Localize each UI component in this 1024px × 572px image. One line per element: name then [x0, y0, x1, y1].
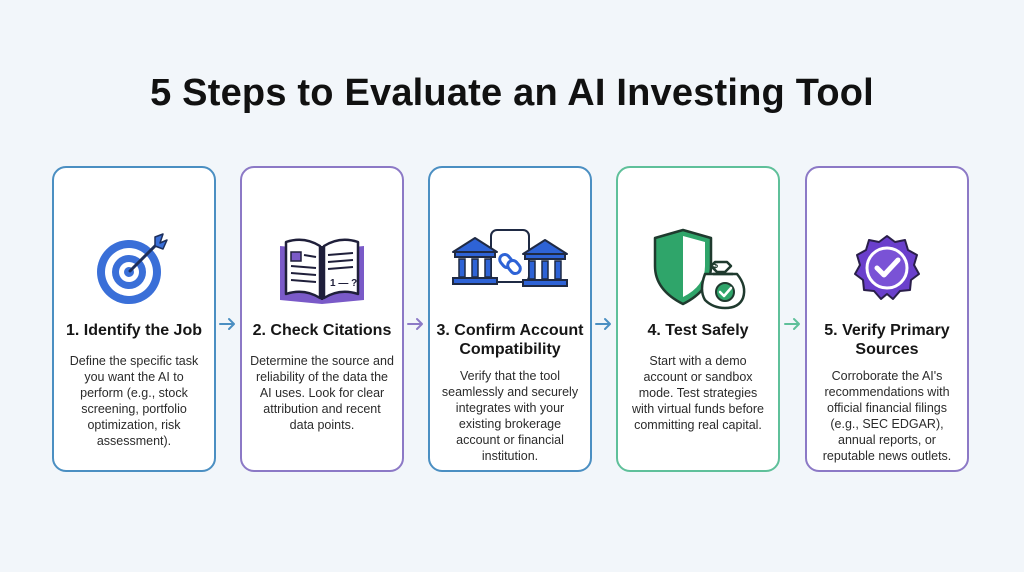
arrow-right-icon	[219, 318, 235, 330]
dollar-sign: $	[713, 260, 718, 270]
citation-mark: 1 — ?	[330, 278, 357, 289]
step-description: Determine the source and reliability of …	[250, 354, 394, 432]
step-card-check-citations: 1 — ? 2. Check Citations Determine the s…	[240, 166, 404, 472]
step-description: Verify that the tool seamlessly and secu…	[441, 369, 579, 463]
verified-badge-icon	[807, 222, 967, 312]
arrow-right-icon	[407, 318, 423, 330]
step-title: 3. Confirm Account Compatibility	[436, 322, 584, 358]
step-title: 1. Identify the Job	[65, 322, 202, 339]
step-title: 4. Test Safely	[647, 322, 749, 339]
step-card-verify-sources: 5. Verify Primary Sources Corroborate th…	[805, 166, 969, 472]
shield-money-bag-icon: $	[618, 216, 778, 310]
step-description: Start with a demo account or sandbox mod…	[631, 354, 764, 432]
step-title: 2. Check Citations	[252, 322, 392, 339]
step-description: Define the specific task you want the AI…	[69, 354, 199, 448]
page-title: 5 Steps to Evaluate an AI Investing Tool	[150, 72, 874, 114]
step-card-identify-job: 1. Identify the Job Define the specific …	[52, 166, 216, 472]
target-arrow-icon	[54, 222, 214, 312]
step-card-account-compatibility: 3. Confirm Account Compatibility Verify …	[428, 166, 592, 472]
step-card-test-safely: $ 4. Test Safely Start with a demo accou…	[616, 166, 780, 472]
arrow-right-icon	[595, 318, 611, 330]
step-description: Corroborate the AI's recommendations wit…	[822, 369, 952, 463]
open-book-icon: 1 — ?	[242, 222, 402, 312]
arrow-right-icon	[784, 318, 800, 330]
linked-banks-icon	[430, 218, 590, 308]
step-title: 5. Verify Primary Sources	[824, 322, 950, 358]
